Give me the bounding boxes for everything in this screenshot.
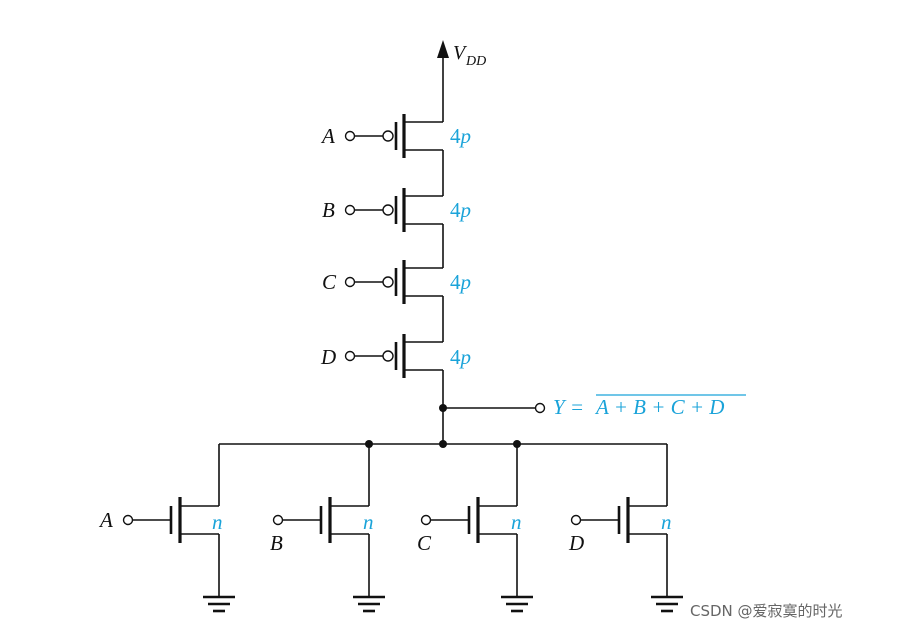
input-terminal-c[interactable] [344, 276, 356, 288]
ground-icon [651, 595, 683, 613]
input-terminal-a[interactable] [122, 514, 134, 526]
input-terminal-d[interactable] [570, 514, 582, 526]
output-node: Y = A + B + C + D [439, 370, 746, 444]
output-terminal-y[interactable] [534, 402, 546, 414]
pmos-transistor-a: A 4p [320, 114, 471, 158]
vdd-label: V [453, 42, 468, 64]
ground-icon [203, 595, 235, 613]
pmos-input-label: B [322, 198, 335, 222]
watermark-text: CSDN @爱寂寞的时光 [690, 602, 843, 620]
nmos-transistor-a: A n [98, 444, 235, 613]
nmos-type-label: n [511, 510, 522, 534]
pmos-input-label: D [320, 345, 336, 369]
nmos-input-label: B [270, 531, 283, 555]
nmos-transistor-c: C n [417, 444, 533, 613]
input-terminal-c[interactable] [420, 514, 432, 526]
nmos-input-label: A [98, 508, 113, 532]
pmos-transistor-b: B 4p [322, 188, 471, 232]
vdd-arrow-icon [437, 40, 449, 58]
output-lhs-label: Y = [553, 395, 584, 419]
nmos-drain-bus [219, 440, 667, 448]
pmos-input-label: A [320, 124, 335, 148]
vdd-supply: V DD [437, 40, 486, 122]
input-terminal-a[interactable] [344, 130, 356, 142]
input-terminal-d[interactable] [344, 350, 356, 362]
nmos-transistor-d: D n [568, 444, 683, 613]
nmos-input-label: C [417, 531, 432, 555]
input-terminal-b[interactable] [344, 204, 356, 216]
ground-icon [353, 595, 385, 613]
ground-icon [501, 595, 533, 613]
pmos-size-label: 4p [450, 345, 471, 369]
pmos-transistor-c: C 4p [322, 260, 471, 304]
input-terminal-b[interactable] [272, 514, 284, 526]
pmos-input-label: C [322, 270, 337, 294]
pmos-size-label: 4p [450, 198, 471, 222]
nmos-type-label: n [212, 510, 223, 534]
vdd-subscript: DD [465, 54, 486, 69]
output-expression: A + B + C + D [594, 395, 724, 419]
pmos-transistor-d: D 4p [320, 334, 471, 378]
nmos-type-label: n [363, 510, 374, 534]
nmos-type-label: n [661, 510, 672, 534]
nmos-transistor-b: B n [270, 444, 385, 613]
pmos-size-label: 4p [450, 124, 471, 148]
pmos-size-label: 4p [450, 270, 471, 294]
nmos-input-label: D [568, 531, 584, 555]
